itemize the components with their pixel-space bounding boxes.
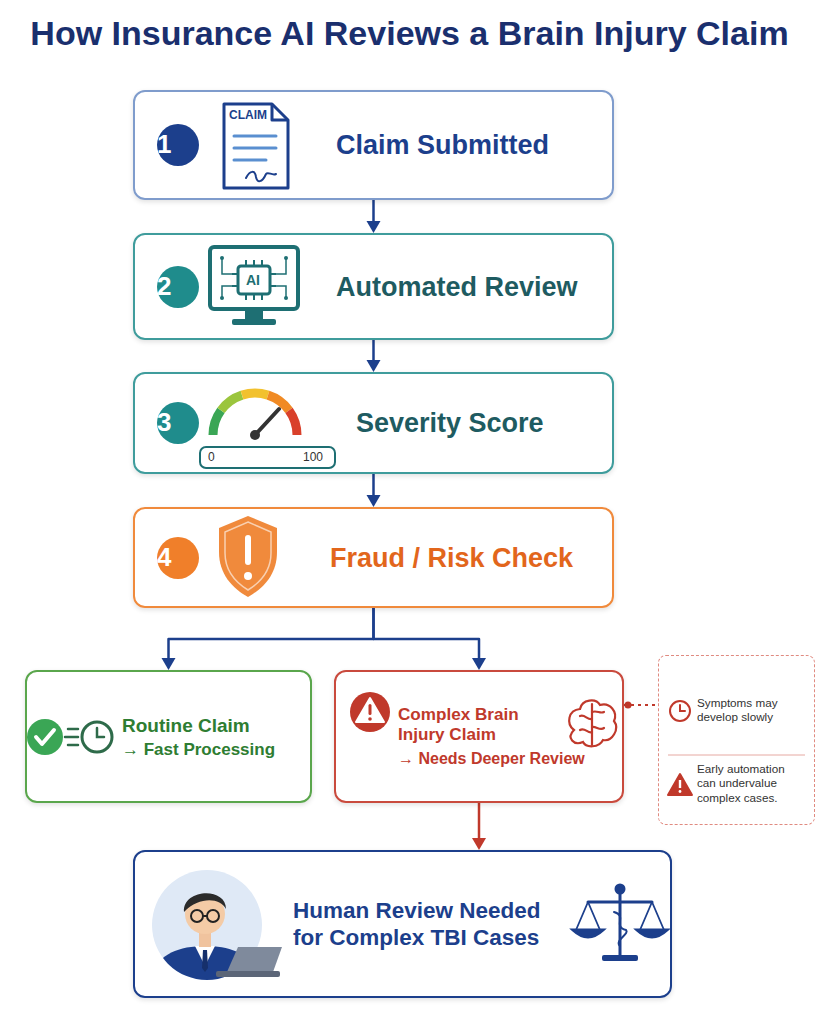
review-box: Human Review Needed for Complex TBI Case…: [133, 850, 672, 998]
brain-icon: [569, 700, 616, 746]
arrow-head: [472, 838, 486, 850]
text-column: Complex Brain Injury Claim → Needs Deeper…: [398, 704, 612, 768]
connector: [367, 474, 381, 507]
connector-line: [169, 608, 374, 660]
scales-icon: [573, 885, 667, 961]
callout-clock-icon: [670, 701, 690, 721]
arrow-head: [472, 658, 486, 670]
connector: [374, 608, 487, 670]
title-bar: How Insurance AI Reviews a Brain Injury …: [0, 14, 819, 53]
arrow-head: [162, 658, 176, 670]
icon-label: 0: [208, 451, 215, 464]
warning-icon: [350, 692, 390, 732]
connector: [472, 803, 486, 850]
process-box: Fraud / Risk Check 4: [133, 507, 614, 608]
node-heading: Human Review Needed for Complex TBI Case…: [293, 897, 575, 952]
node-heading: Fraud / Risk Check: [330, 541, 608, 574]
step-number-circle: 2: [157, 266, 199, 308]
node-subtext: → Fast Processing: [122, 739, 306, 760]
callout-divider: [668, 755, 805, 756]
text-column: Severity Score: [356, 407, 608, 440]
connector: [367, 200, 381, 233]
shield-icon: [219, 516, 277, 597]
connector: [162, 608, 374, 670]
step-number-circle: 1: [157, 124, 199, 166]
step-number: 3: [157, 407, 199, 439]
step-number: 2: [157, 271, 199, 303]
step-number-circle: 3: [157, 402, 199, 444]
connector-line: [372, 340, 375, 362]
icon-label: CLAIM: [229, 109, 267, 122]
text-column: Automated Review: [336, 270, 608, 303]
callout-box: Symptoms may develop slowlyEarly automat…: [658, 655, 815, 825]
node-heading: Routine Claim: [122, 713, 306, 736]
arrow-head: [367, 360, 381, 372]
check-icon: [27, 719, 63, 755]
node-subtext: Early automation can undervalue complex …: [697, 762, 805, 805]
text-column: Human Review Needed for Complex TBI Case…: [293, 897, 575, 952]
text-column: Fraud / Risk Check: [330, 541, 608, 574]
process-box: Claim Submitted 1: [133, 90, 614, 200]
process-box: Automated Review 2: [133, 233, 614, 340]
text-column: Routine Claim → Fast Processing: [122, 713, 306, 760]
connector-line: [372, 474, 375, 497]
process-box: Severity Score 3: [133, 372, 614, 474]
outcome-box: Routine Claim → Fast Processing: [25, 670, 312, 803]
arrow-head: [367, 495, 381, 507]
outcome-box: Complex Brain Injury Claim → Needs Deeper…: [334, 670, 624, 803]
text-column: Claim Submitted: [336, 129, 608, 162]
connector: [624, 702, 658, 709]
diagram-title: How Insurance AI Reviews a Brain Injury …: [30, 14, 788, 53]
step-number: 1: [157, 129, 199, 161]
gauge-icon: [200, 393, 335, 468]
connector-line: [372, 200, 375, 223]
arrow-head: [367, 221, 381, 233]
clock-icon: [65, 722, 112, 752]
leader-dot: [625, 702, 632, 709]
connector-line: [374, 608, 480, 660]
connector-line: [478, 803, 481, 840]
node-heading: Symptoms may develop slowly: [697, 696, 805, 725]
node-heading: Complex Brain Injury Claim: [398, 704, 562, 746]
document-icon: [224, 104, 288, 188]
reviewer-avatar: [150, 870, 282, 985]
icon-label: 100: [303, 451, 323, 464]
step-number-circle: 4: [157, 537, 199, 579]
connector: [367, 340, 381, 372]
step-number: 4: [157, 542, 199, 574]
node-subtext: → Needs Deeper Review: [398, 749, 612, 769]
icon-label: AI: [246, 273, 260, 288]
node-heading: Automated Review: [336, 270, 608, 303]
monitor-icon: [210, 247, 298, 325]
node-heading: Claim Submitted: [336, 129, 608, 162]
callout-warning-icon: [668, 774, 692, 795]
node-heading: Severity Score: [356, 407, 608, 440]
